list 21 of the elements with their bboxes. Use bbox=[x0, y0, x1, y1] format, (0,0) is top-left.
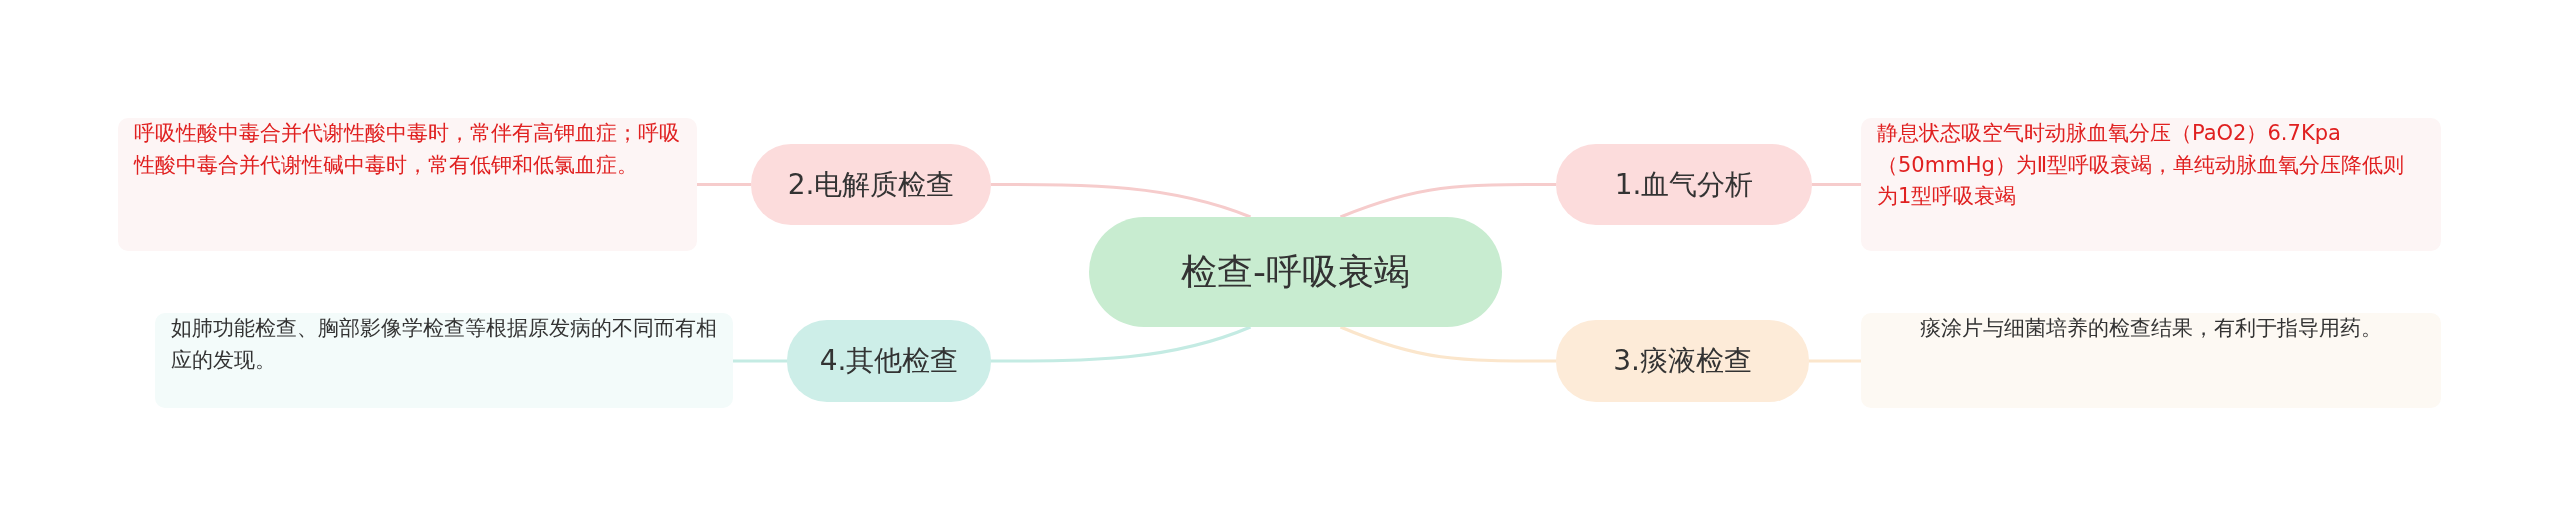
topic-text: 如肺功能检查、胸部影像学检查等根据原发病的不同而有相应的发现。 bbox=[171, 315, 717, 374]
topic-text: 2.电解质检查 bbox=[787, 166, 955, 203]
topic-text: 呼吸性酸中毒合并代谢性酸中毒时，常伴有高钾血症；呼吸性酸中毒合并代谢性碱中毒时，常有低钾和低氯血症。 bbox=[134, 120, 681, 179]
note-card bbox=[118, 118, 697, 251]
topic-text: 痰涂片与细菌培养的检查结果，有利于指导用药。 bbox=[1920, 315, 2382, 342]
connector-line bbox=[991, 183, 1252, 219]
topic-text: 3.痰液检查 bbox=[1613, 343, 1752, 379]
connector-line bbox=[1339, 325, 1556, 363]
connector-line bbox=[733, 359, 787, 363]
topic-text: 1.血气分析 bbox=[1614, 166, 1754, 203]
connector-line bbox=[697, 183, 751, 186]
note-card bbox=[1861, 313, 2441, 408]
connector-line bbox=[1339, 183, 1556, 219]
note-card bbox=[1861, 118, 2441, 251]
topic-text: 检查-呼吸衰竭 bbox=[1181, 250, 1410, 294]
topic-text: 4.其他检查 bbox=[819, 343, 959, 379]
connector-line bbox=[1809, 359, 1861, 363]
connector-line bbox=[1812, 183, 1861, 186]
connector-line bbox=[991, 325, 1252, 363]
note-card bbox=[155, 313, 733, 408]
topic-text: 静息状态吸空气时动脉血氧分压（PaO2）6.7Kpa（50mmHg）为Ⅱ型呼吸衰竭，单纯动脉血氧分压降低则为1型呼吸衰竭 bbox=[1877, 120, 2406, 210]
